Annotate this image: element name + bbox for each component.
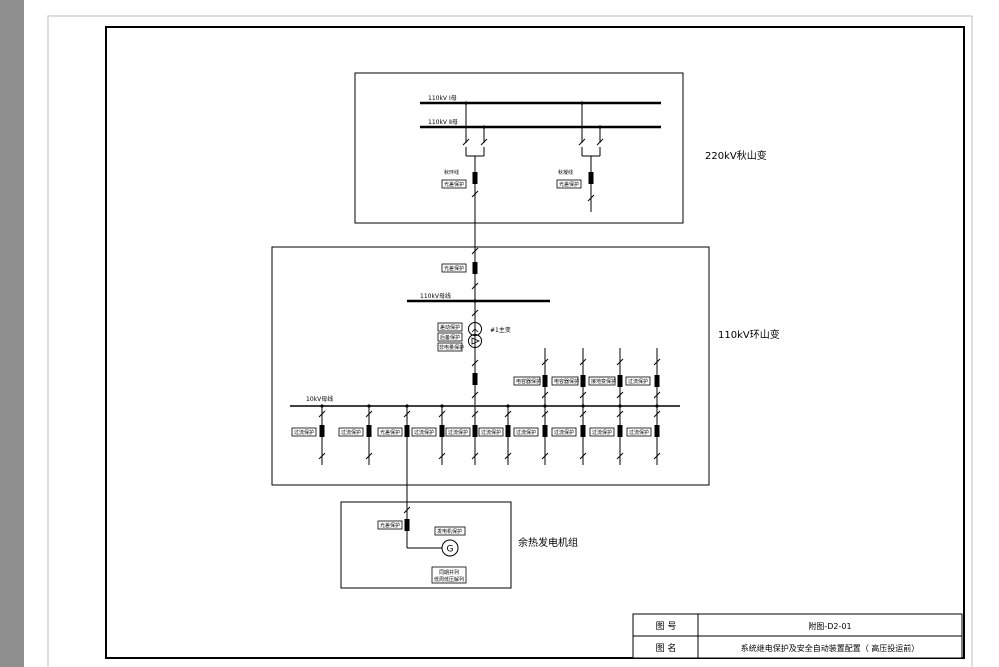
lower-feeder-protection: 过流保护	[481, 429, 501, 436]
feeder-right-name: 秋凝线	[558, 169, 573, 176]
drawing-frame	[105, 26, 965, 659]
generator-unit-name: 余热发电机组	[518, 536, 578, 549]
lower-feeder-protection: 过流保护	[516, 429, 536, 436]
lv-breaker	[472, 373, 478, 385]
upper-feeder-protection: 电容器保护	[554, 378, 579, 385]
sync-device-line-2: 低周低压解列	[434, 576, 464, 583]
upper-feeder: 过流保护	[625, 348, 661, 408]
lower-feeder-protection: 光差保护	[380, 429, 400, 436]
breaker	[588, 172, 594, 184]
lower-feeder-protection: 过流保护	[414, 429, 434, 436]
lower-feeder-protection: 过流保护	[341, 429, 361, 436]
title-value-number: 附图-D2-01	[808, 621, 851, 631]
feeder-right-protection: 光差保护	[559, 181, 579, 188]
title-block: 图 号 图 名 附图-D2-01 系统继电保护及安全自动装置配置（ 高压投运前）	[632, 613, 963, 659]
station-220kv-name: 220kV秋山变	[705, 149, 767, 162]
lower-feeder-protection: 过流保护	[448, 429, 468, 436]
transformer-protection-1: 差动保护	[440, 324, 460, 331]
generator-symbol	[441, 539, 459, 557]
breaker	[472, 172, 478, 184]
station-110kv: 110kV环山变 光差保护 110kV母线 #1主变 差动保护 后备保护 非电量…	[271, 246, 780, 548]
lower-feeder: 过流保护	[589, 406, 624, 465]
upper-feeder-protection: 过流保护	[628, 378, 648, 385]
transformer-protection-3: 非电量保护	[439, 344, 464, 351]
lower-feeder-protection: 过流保护	[629, 429, 649, 436]
lower-feeder: 过流保护	[291, 404, 326, 465]
station-110kv-box	[271, 246, 710, 486]
bus-110kv-2-label: 110kV Ⅱ母	[428, 119, 458, 126]
upper-feeder-protection: 接地变保护	[591, 378, 616, 385]
lower-feeder: 过流保护	[411, 404, 446, 465]
incoming-protection: 光差保护	[444, 265, 464, 272]
lower-feeder: 过流保护	[626, 406, 661, 465]
lower-feeder-protection: 过流保护	[592, 429, 612, 436]
generator-protection: 发电机保护	[437, 528, 462, 535]
main-transformer	[468, 322, 482, 348]
station-220kv-box	[354, 72, 684, 224]
upper-feeder: 电容器保护	[551, 348, 587, 408]
outer-sheet-border	[47, 15, 973, 667]
lower-feeder-protection: 过流保护	[554, 429, 574, 436]
transformer-protection-2: 后备保护	[440, 334, 460, 341]
station-110kv-name: 110kV环山变	[718, 328, 780, 341]
sync-device-line-1: 同期并列	[439, 569, 459, 576]
incoming-breaker	[472, 262, 478, 274]
generator-box	[340, 501, 512, 589]
bus-110kv-1-label: 110kV Ⅰ母	[428, 95, 457, 102]
feeder-right: 秋凝线 光差保护	[556, 101, 604, 212]
upper-feeder-protection: 电容器保护	[516, 378, 541, 385]
lower-feeder: 过流保护	[513, 406, 549, 465]
left-gutter	[0, 0, 24, 667]
lower-feeder: 过流保护	[445, 406, 479, 465]
title-label-number: 图 号	[656, 621, 677, 632]
station-220kv: 220kV秋山变 110kV Ⅰ母 110kV Ⅱ母 秋环线 光差保护	[354, 72, 767, 352]
generator-line-protection: 光差保护	[380, 522, 400, 529]
generator-breaker	[404, 519, 410, 531]
upper-feeder: 接地变保护	[588, 348, 624, 408]
lower-feeder-protection: 过流保护	[294, 429, 314, 436]
lower-feeder: 过流保护	[551, 406, 587, 465]
feeder-left-protection: 光差保护	[444, 181, 464, 188]
lower-feeder: 过流保护	[338, 404, 373, 465]
title-value-name: 系统继电保护及安全自动装置配置（ 高压投运前）	[741, 643, 920, 653]
generator-unit: 余热发电机组 光差保护 G 发电机保护 同期并列 低周低压解列	[340, 501, 578, 589]
transformer-name: #1主变	[490, 326, 511, 334]
bus-110kv-label: 110kV母线	[420, 292, 451, 300]
bus-10kv-label: 10kV母线	[306, 395, 333, 403]
generator-letter: G	[447, 545, 454, 555]
lower-feeder: 过流保护	[478, 404, 512, 465]
feeder-left-name: 秋环线	[444, 169, 459, 176]
title-label-name: 图 名	[656, 642, 677, 654]
upper-feeder: 电容器保护	[513, 348, 549, 408]
